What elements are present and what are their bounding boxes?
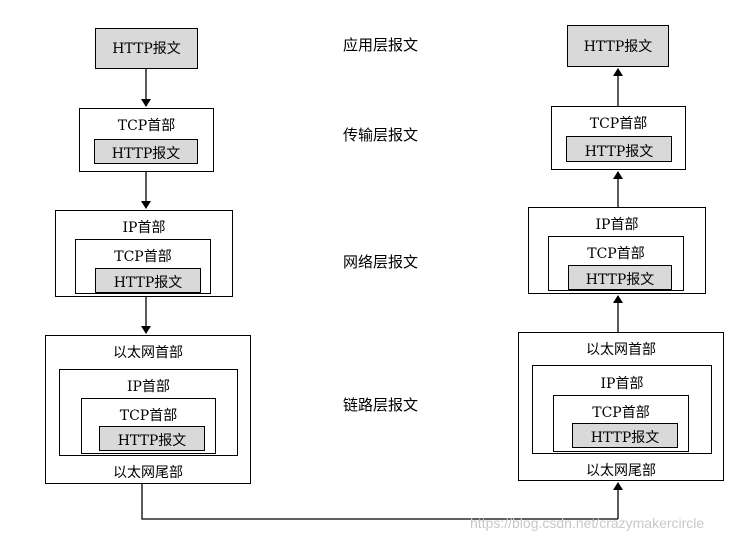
right-link-tcp-label: TCP首部: [592, 405, 650, 421]
right-network-ip-label: IP首部: [595, 217, 639, 233]
left-app-http-box: [95, 28, 198, 69]
layer-transport-label: 传输层报文: [343, 126, 419, 144]
right-transport-http-label: HTTP报文: [584, 144, 654, 160]
left-network-tcp-label: TCP首部: [114, 249, 172, 265]
left-link-tcp-label: TCP首部: [119, 408, 178, 424]
left-network-ip-label: IP首部: [122, 220, 166, 236]
right-app-http-label: HTTP报文: [583, 39, 653, 55]
right-link-http-box: [572, 423, 678, 448]
left-network-http-box: [95, 268, 201, 293]
left-link-eth-head-label: 以太网首部: [113, 345, 183, 361]
right-transport-http-box: [566, 136, 672, 162]
layer-network-label: 网络层报文: [343, 253, 419, 271]
right-transport-tcp-label: TCP首部: [589, 116, 648, 132]
right-link-eth-tail-label: 以太网尾部: [586, 463, 656, 479]
left-transport-tcp-label: TCP首部: [117, 118, 176, 134]
left-transport-http-box: [94, 139, 198, 164]
watermark-text: https://blog.csdn.net/crazymakercircle: [470, 515, 705, 531]
right-link-ip-label: IP首部: [600, 376, 644, 392]
left-network-http-label: HTTP报文: [113, 275, 183, 291]
right-link-http-label: HTTP报文: [590, 430, 660, 446]
transmission-line: [141, 484, 618, 520]
right-app-http-box: [567, 25, 669, 67]
right-network-http-box: [568, 265, 672, 290]
left-transport-http-label: HTTP报文: [111, 146, 181, 162]
right-link-eth-head-label: 以太网首部: [586, 342, 656, 358]
layer-application-label: 应用层报文: [343, 36, 419, 54]
right-network-tcp-label: TCP首部: [587, 246, 645, 262]
left-link-http-label: HTTP报文: [117, 433, 187, 449]
left-link-eth-tail-label: 以太网尾部: [113, 465, 183, 481]
layer-link-label: 链路层报文: [343, 396, 419, 414]
left-app-http-label: HTTP报文: [112, 41, 181, 57]
right-network-http-label: HTTP报文: [585, 272, 655, 288]
left-link-http-box: [99, 426, 205, 451]
left-link-ip-label: IP首部: [127, 379, 170, 395]
